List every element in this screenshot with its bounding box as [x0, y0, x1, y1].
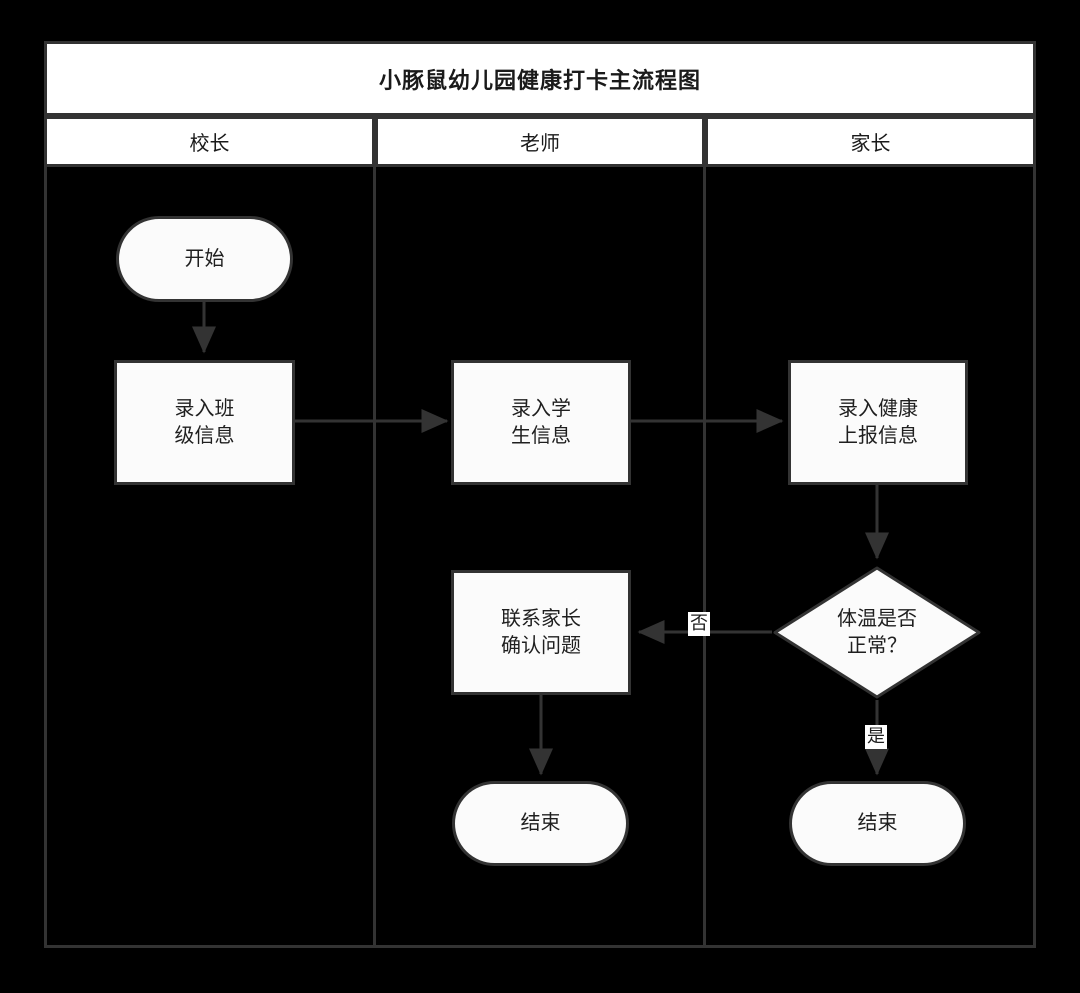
node-label: 联系家长 确认问题 — [501, 607, 581, 657]
lane-divider — [703, 167, 706, 948]
lane-header-label: 老师 — [520, 133, 560, 155]
node-label: 结束 — [857, 812, 898, 834]
node-start[interactable]: 开始 — [116, 216, 293, 302]
node-label: 录入班 级信息 — [174, 397, 235, 447]
node-label: 录入健康 上报信息 — [838, 397, 918, 447]
lane-header-label: 校长 — [189, 133, 230, 155]
node-label: 结束 — [520, 812, 561, 834]
node-enter-student-info[interactable]: 录入学 生信息 — [451, 360, 631, 485]
node-contact-parent[interactable]: 联系家长 确认问题 — [451, 570, 631, 695]
node-end-parent[interactable]: 结束 — [789, 781, 966, 866]
node-label: 体温是否 正常？ — [837, 607, 917, 657]
diagram-title-band: 小豚鼠幼儿园健康打卡主流程图 — [44, 41, 1036, 116]
lane-header-parent: 家长 — [705, 116, 1036, 167]
node-enter-health-report[interactable]: 录入健康 上报信息 — [788, 360, 968, 485]
lane-header-label: 家长 — [850, 133, 891, 155]
lane-header-teacher: 老师 — [375, 116, 705, 167]
edge-label-yes: 是 — [865, 725, 887, 749]
node-enter-class-info[interactable]: 录入班 级信息 — [114, 360, 295, 485]
node-end-teacher[interactable]: 结束 — [452, 781, 629, 866]
node-label: 录入学 生信息 — [511, 397, 571, 447]
node-temperature-decision[interactable]: 体温是否 正常？ — [772, 565, 982, 700]
node-label: 开始 — [184, 247, 225, 270]
diagram-title: 小豚鼠幼儿园健康打卡主流程图 — [378, 67, 701, 93]
lane-header-principal: 校长 — [44, 116, 375, 167]
edge-label-no: 否 — [688, 612, 710, 636]
lane-divider — [373, 167, 376, 948]
